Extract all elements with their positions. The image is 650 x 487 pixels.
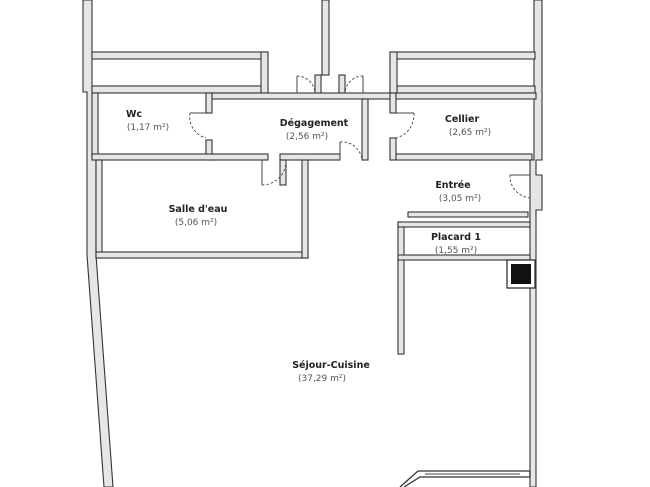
wc-walls	[91, 92, 269, 161]
room-name-sejour: Séjour-Cuisine	[292, 360, 370, 371]
room-name-cellier: Cellier	[445, 114, 480, 125]
room-area-placard: (1,55 m²)	[435, 246, 477, 256]
cellier-walls	[395, 92, 537, 161]
room-area-salle-eau: (5,06 m²)	[175, 218, 217, 228]
room-area-sejour: (37,29 m²)	[298, 374, 346, 384]
room-name-placard: Placard 1	[431, 232, 481, 243]
room-area-degagement: (2,56 m²)	[286, 132, 328, 142]
room-area-wc: (1,17 m²)	[127, 123, 169, 133]
room-area-entree: (3,05 m²)	[439, 194, 481, 204]
upper-walls	[91, 0, 536, 94]
placard-walls	[397, 211, 531, 355]
room-name-wc: Wc	[126, 109, 142, 120]
doors	[189, 75, 531, 199]
room-name-salle-eau: Salle d'eau	[169, 204, 228, 215]
room-name-entree: Entrée	[435, 180, 470, 191]
outer-walls	[82, 0, 543, 487]
salle-eau-walls	[95, 159, 309, 259]
bottom-window	[399, 470, 531, 487]
degagement-walls	[211, 92, 397, 161]
room-area-cellier: (2,65 m²)	[449, 128, 491, 138]
room-name-degagement: Dégagement	[280, 118, 349, 129]
duct-block	[506, 259, 536, 289]
room-labels: Wc (1,17 m²) Dégagement (2,56 m²) Cellie…	[126, 109, 491, 384]
